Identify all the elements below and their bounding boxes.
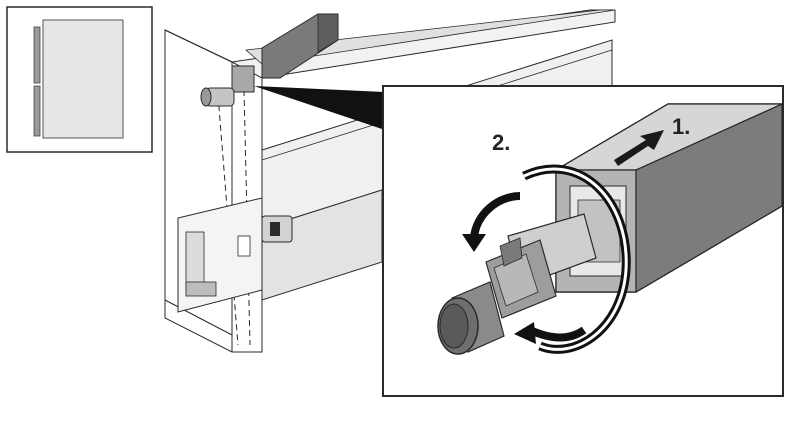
inset-rail-top (33, 26, 41, 84)
inset-rail-bottom (33, 85, 41, 137)
knob-cap (437, 281, 505, 355)
top-rail-top (245, 9, 616, 65)
connector-body (485, 213, 597, 319)
small-connector (200, 65, 255, 107)
guide-dashed-2 (243, 89, 251, 346)
step-2-label: 2. (492, 130, 510, 155)
rotate-arrow-lower-icon (528, 326, 587, 342)
callout-pointer (254, 86, 385, 130)
step-1-label: 1. (672, 114, 690, 139)
inset-thumbnail (6, 6, 153, 153)
runner-clip (185, 281, 217, 297)
runner-window (237, 235, 251, 257)
inset-panel (42, 19, 124, 139)
adjuster-cap-slot (270, 222, 280, 236)
callout-detail: 1. 2. (382, 85, 784, 397)
push-arrow-icon (614, 130, 664, 166)
rotate-arrow-icon (470, 192, 521, 239)
gallery-rod-end (317, 13, 339, 53)
